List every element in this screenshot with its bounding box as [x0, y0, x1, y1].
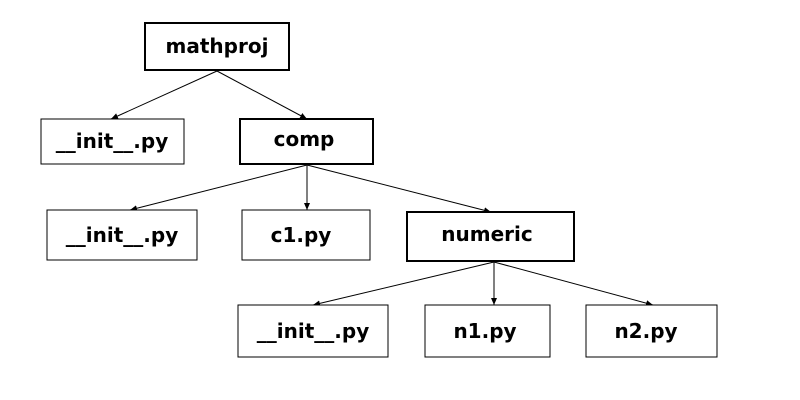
node-comp-init-box	[46, 209, 198, 261]
node-comp-label: comp	[274, 127, 335, 151]
node-numeric-box	[406, 211, 575, 262]
node-n1-label: n1.py	[453, 319, 516, 343]
node-comp-init-label: __init__.py	[66, 223, 178, 247]
node-n1: n1.py	[424, 304, 551, 358]
node-n2-box	[585, 304, 718, 358]
edge-comp-to-numeric	[306, 164, 492, 214]
node-numeric: numeric	[406, 211, 575, 262]
node-numeric-init: __init__.py	[237, 304, 389, 358]
node-n1-box	[424, 304, 551, 358]
node-mathproj: mathproj	[144, 22, 290, 71]
node-comp-box	[239, 118, 374, 165]
node-root-init-label: __init__.py	[56, 129, 168, 153]
node-mathproj-box	[144, 22, 290, 71]
node-comp: comp	[239, 118, 374, 165]
node-numeric-init-box	[237, 304, 389, 358]
node-c1-box	[241, 209, 371, 261]
node-mathproj-label: mathproj	[166, 34, 269, 58]
node-n2-label: n2.py	[614, 319, 677, 343]
node-numeric-init-label: __init__.py	[257, 319, 369, 343]
nodes-layer: mathproj __init__.py comp __init__.py c1…	[40, 22, 718, 358]
edge-comp-to-comp-init	[129, 164, 308, 212]
edge-numeric-to-numeric-init	[312, 261, 495, 307]
node-c1-label: c1.py	[271, 223, 332, 247]
edges-layer	[110, 70, 654, 307]
node-n2: n2.py	[585, 304, 718, 358]
node-c1: c1.py	[241, 209, 371, 261]
edge-numeric-to-n2	[493, 261, 654, 307]
node-comp-init: __init__.py	[46, 209, 198, 261]
edge-mathproj-to-root-init	[110, 70, 218, 120]
node-root-init-box	[40, 118, 185, 165]
node-numeric-label: numeric	[441, 222, 532, 246]
node-root-init: __init__.py	[40, 118, 185, 165]
edge-mathproj-to-comp	[216, 70, 308, 120]
